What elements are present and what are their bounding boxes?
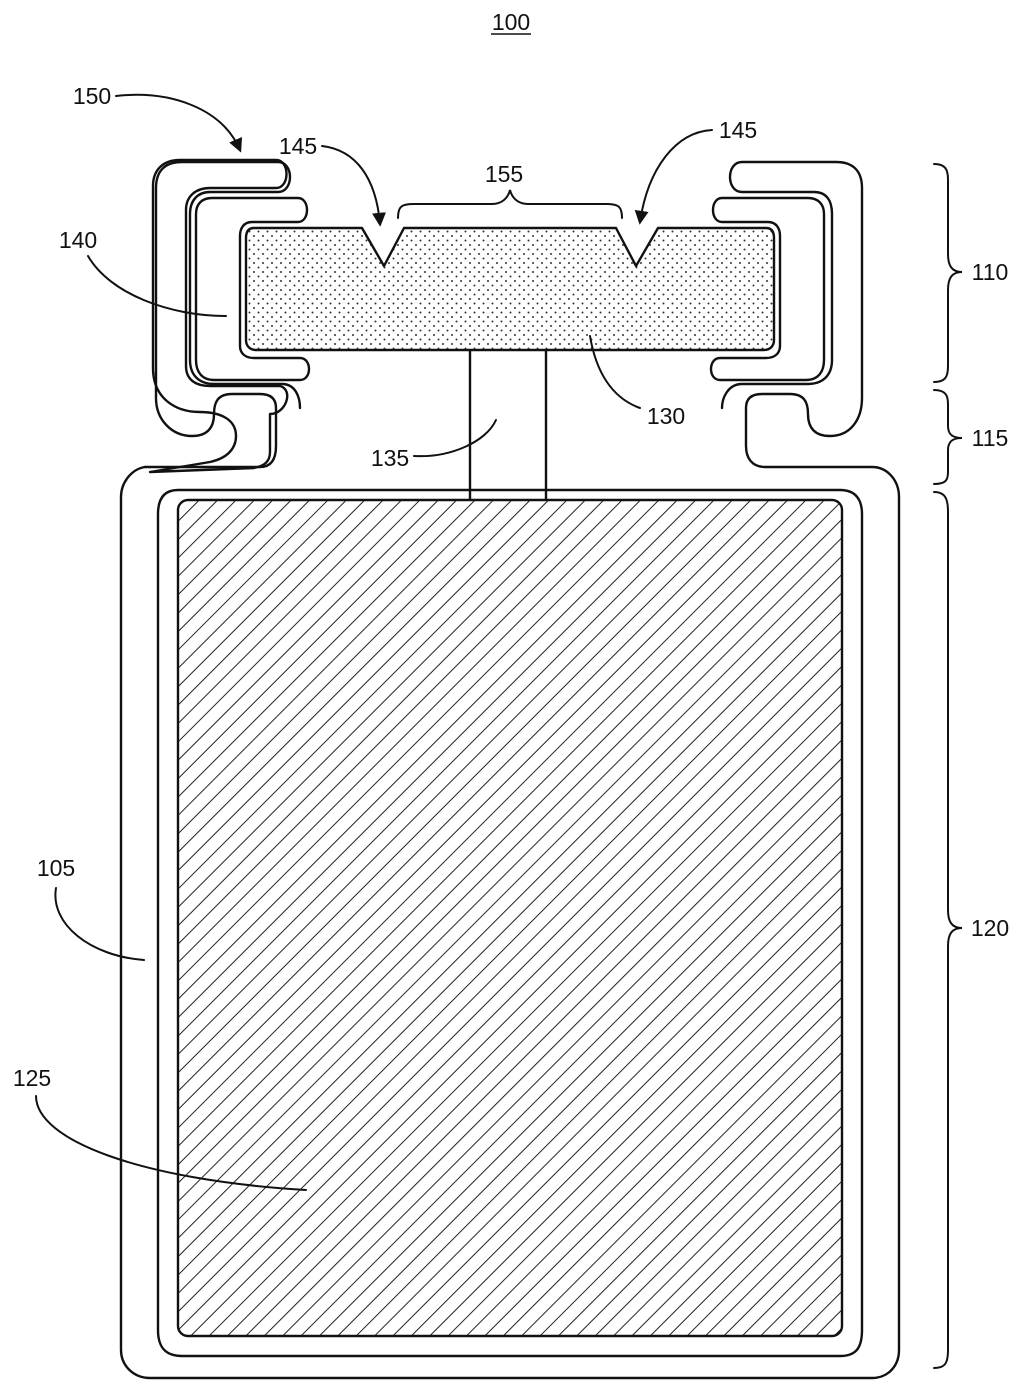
leader-130 — [589, 335, 641, 409]
upper-section-brace — [933, 163, 963, 383]
leader-125 — [35, 1095, 307, 1191]
casing-outer — [119, 160, 901, 1380]
leader-105 — [54, 887, 145, 961]
label-155: 155 — [485, 161, 523, 187]
outer-casing-outline — [148, 158, 289, 474]
leader-145-right-arrow — [634, 129, 713, 225]
casing-inner — [156, 488, 864, 1358]
right-clip-inner — [709, 196, 826, 382]
label-140: 140 — [59, 227, 97, 253]
figure-number: 100 — [492, 9, 530, 35]
label-150: 150 — [73, 83, 111, 109]
label-145-left: 145 — [279, 133, 317, 159]
label-105: 105 — [37, 855, 75, 881]
label-145-right: 145 — [719, 117, 757, 143]
battery-body — [176, 498, 844, 1338]
leader-150-arrow — [115, 93, 243, 153]
left-clip-inner — [194, 196, 311, 382]
label-125: 125 — [13, 1065, 51, 1091]
label-135: 135 — [371, 445, 409, 471]
span-brace — [397, 189, 623, 219]
neck-section-brace — [933, 389, 963, 485]
label-110: 110 — [972, 259, 1009, 285]
lower-section-brace — [933, 491, 963, 1369]
leader-135 — [413, 419, 497, 458]
label-115: 115 — [972, 425, 1009, 451]
leader-145-left-arrow — [321, 145, 386, 227]
casing-outer-left-top — [143, 160, 302, 469]
leader-140 — [87, 255, 227, 317]
label-120: 120 — [971, 915, 1009, 941]
terminal-plate — [244, 226, 776, 352]
label-130: 130 — [647, 403, 685, 429]
